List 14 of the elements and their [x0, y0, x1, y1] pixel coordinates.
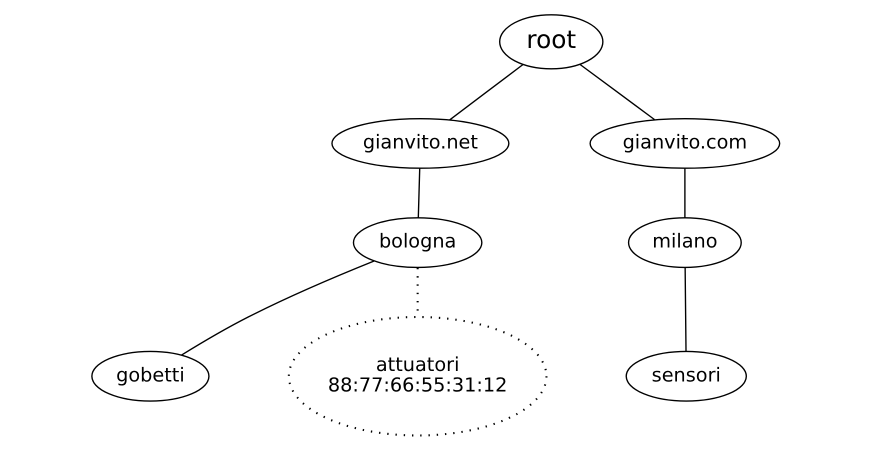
node-ellipse: bologna	[352, 216, 482, 268]
node-ellipse: milano	[627, 216, 742, 268]
connector	[684, 168, 686, 218]
node-ellipse: gianvito.net	[330, 117, 510, 168]
node-ellipse: gianvito.com	[588, 117, 780, 168]
connector	[417, 168, 420, 218]
connector	[579, 64, 654, 120]
node-ellipse: sensori	[625, 350, 747, 402]
node-ellipse: root	[498, 14, 604, 69]
connector	[684, 268, 686, 351]
connector	[448, 64, 523, 120]
connector	[180, 260, 374, 356]
node-ellipse: gobetti	[90, 350, 210, 402]
node-ellipse: attuatori 88:77:66:55:31:12	[287, 315, 547, 436]
